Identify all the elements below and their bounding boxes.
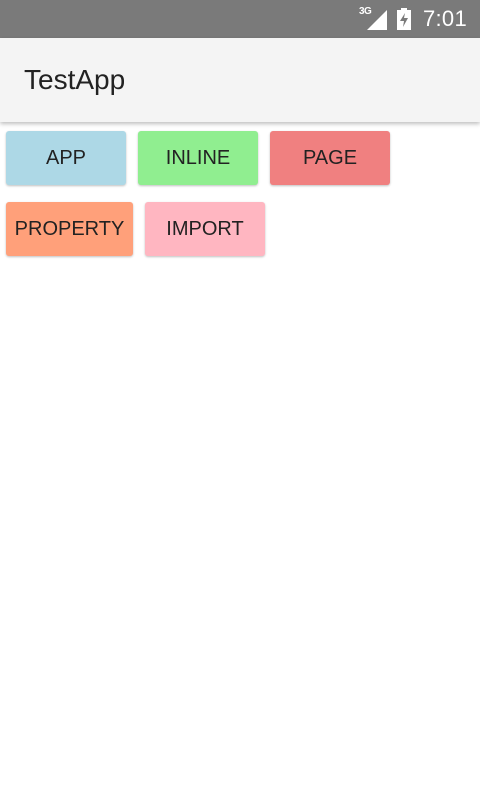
import-button[interactable]: IMPORT [145,202,265,256]
main-content: APP INLINE PAGE PROPERTY IMPORT [0,122,480,256]
app-button[interactable]: APP [6,131,126,185]
inline-button[interactable]: INLINE [138,131,258,185]
page-button[interactable]: PAGE [270,131,390,185]
status-bar: 3G 7:01 [0,0,480,38]
app-title: TestApp [24,64,126,95]
property-button[interactable]: PROPERTY [6,202,133,256]
app-bar: TestApp [0,38,480,122]
network-type-label: 3G [358,6,372,17]
button-row-1: APP INLINE PAGE [6,131,474,185]
status-clock: 7:01 [422,6,467,31]
battery-charging-icon [396,8,411,30]
status-icons: 3G 7:01 [359,6,467,32]
button-row-2: PROPERTY IMPORT [6,202,474,256]
cell-signal-icon: 3G [358,6,387,30]
